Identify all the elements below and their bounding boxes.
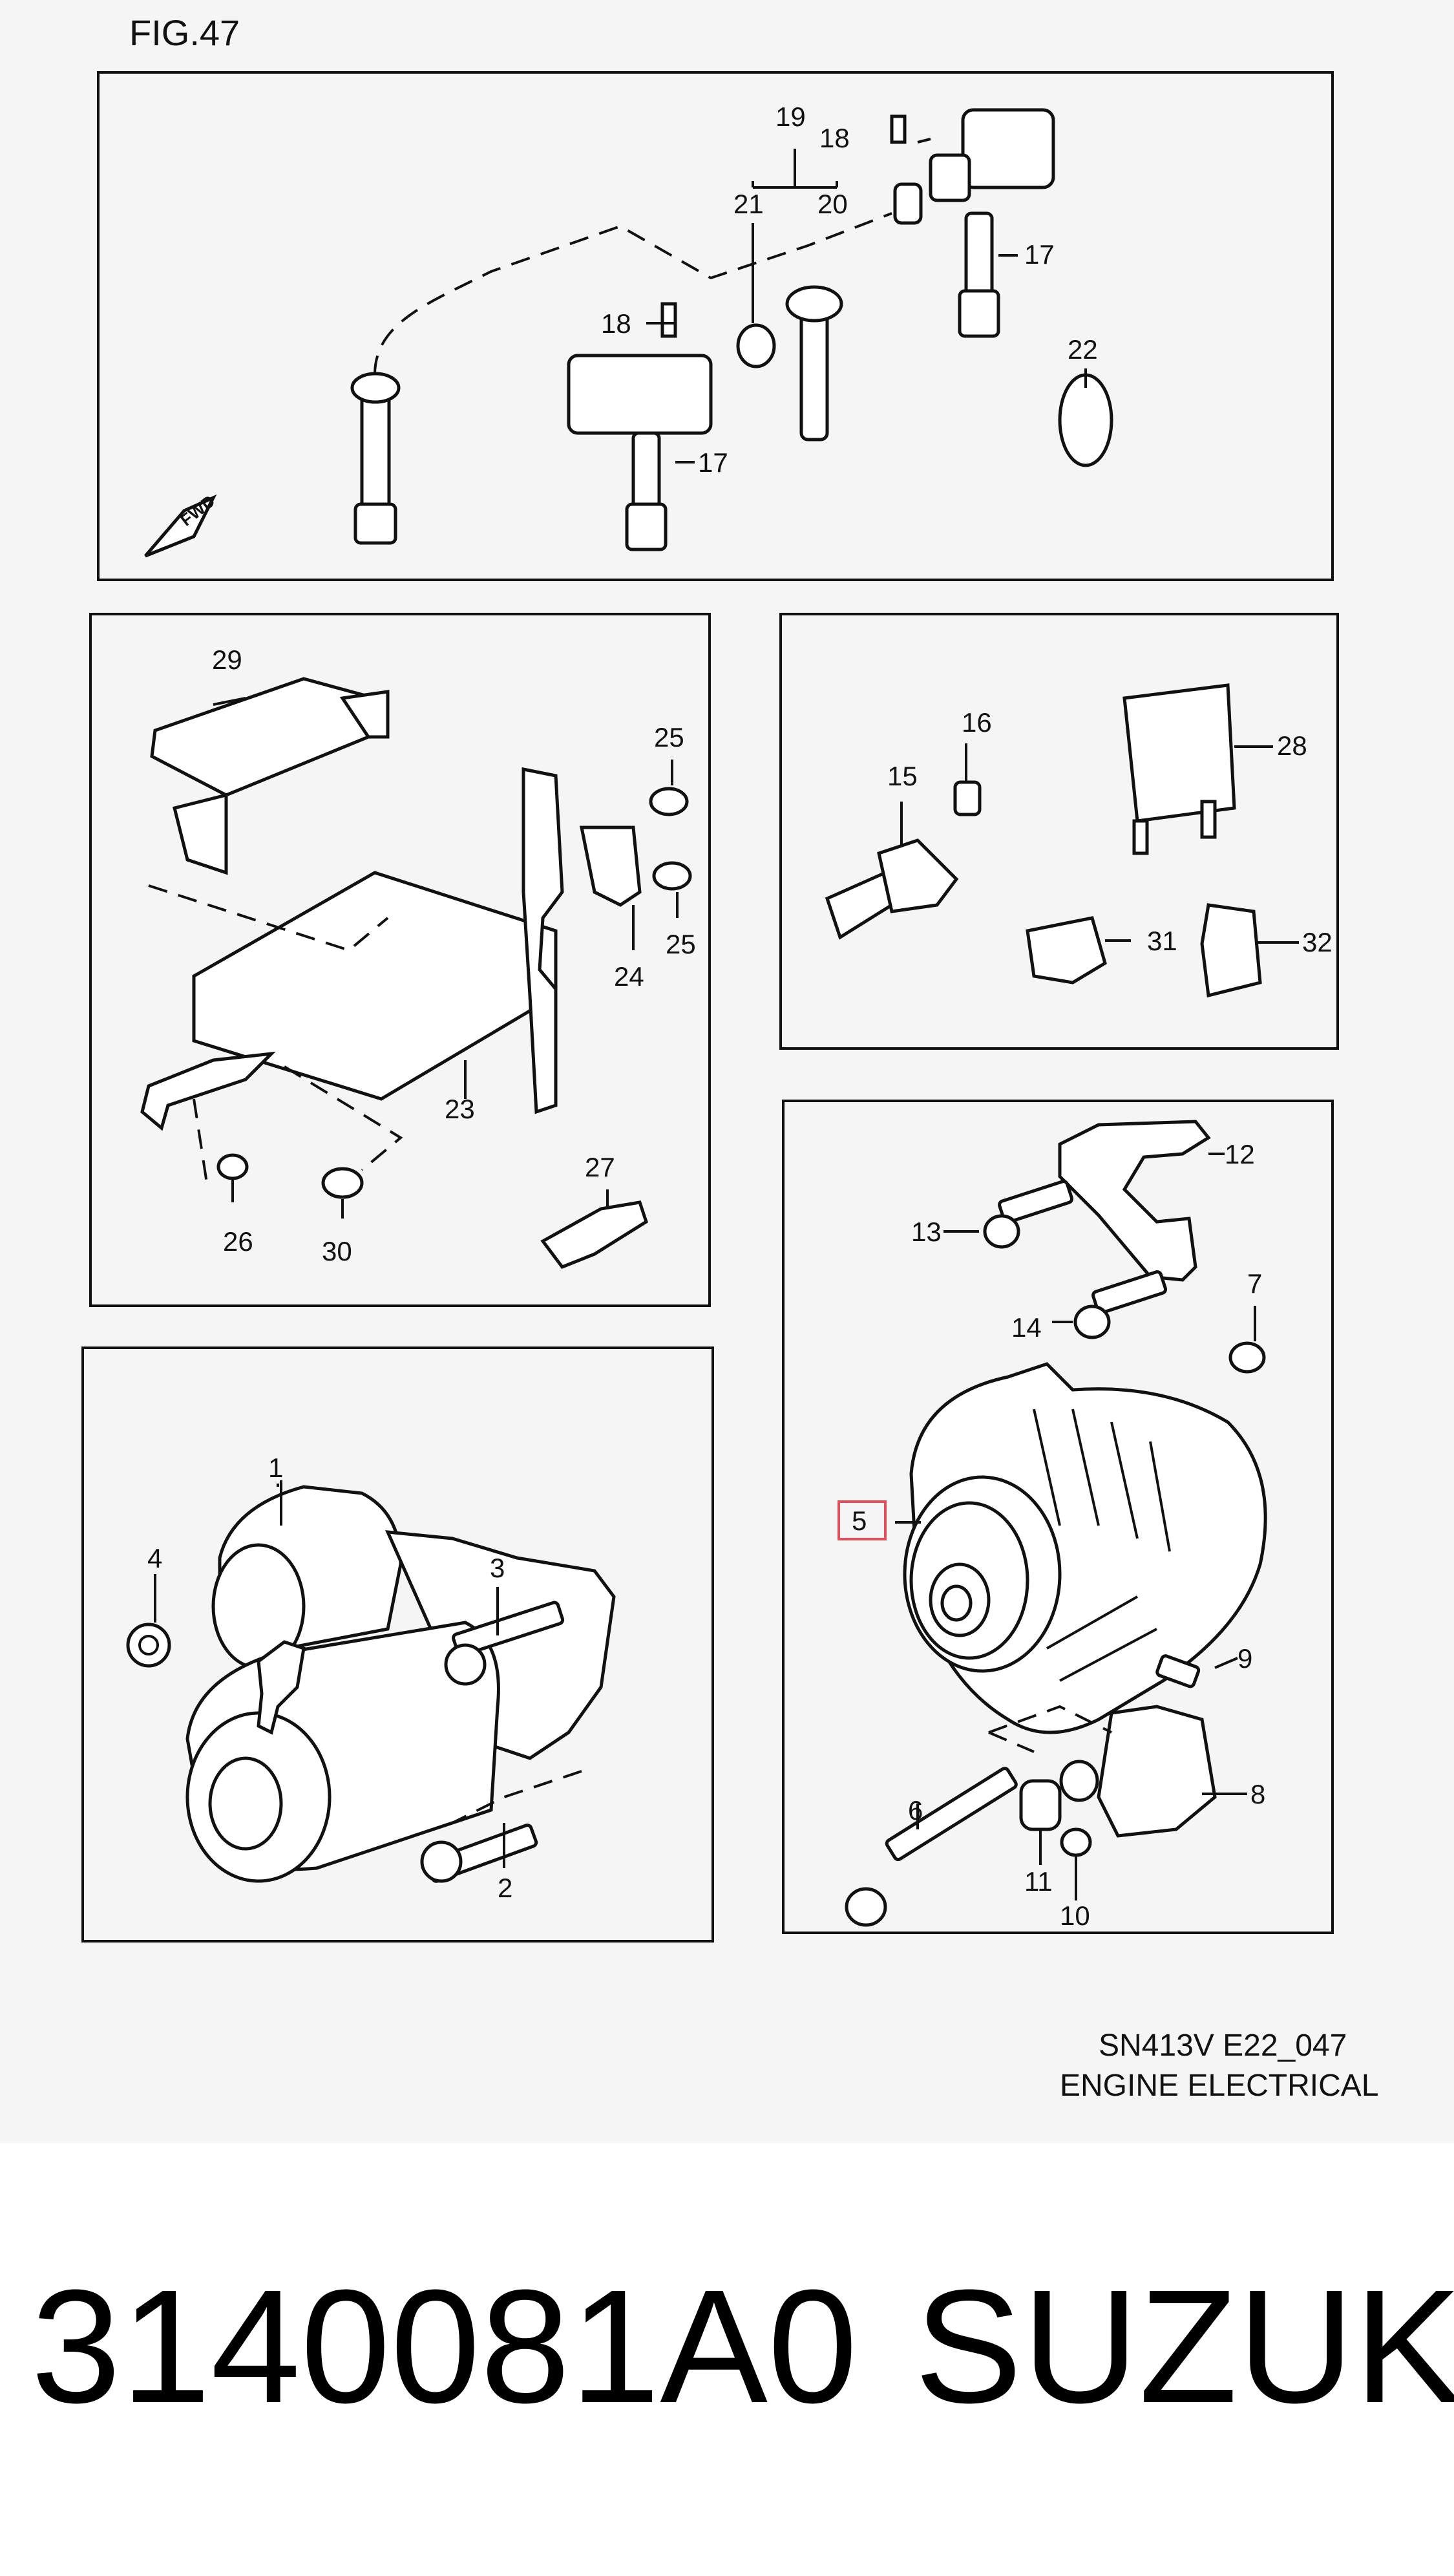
callout: 7 [1247,1268,1262,1299]
callout: 9 [1238,1643,1252,1674]
callout: 32 [1302,927,1333,957]
part-number: 3140081A0 [31,2256,858,2436]
figure-title: FIG.47 [129,12,240,53]
callout: 26 [223,1226,253,1257]
callout: 2 [498,1873,512,1903]
callout: 12 [1225,1139,1255,1169]
figure-code: SN413V E22_047 [1099,2028,1347,2063]
alternator-parts [845,1120,1267,1927]
callout: 31 [1147,926,1177,956]
ecm-parts [140,677,692,1270]
panel-starter [81,1347,714,1943]
callout: 20 [817,189,848,219]
callout: 21 [733,189,764,219]
ignition-callouts: 19 18 21 20 17 18 17 22 [601,101,1098,478]
panel-alternator [782,1100,1334,1934]
callout: 14 [1011,1312,1042,1343]
brand-name: SUZUKI [914,2256,1454,2436]
starter-callouts: 1 4 3 2 [147,1453,512,1903]
figure-section: ENGINE ELECTRICAL [1060,2069,1378,2103]
callout: 11 [1024,1866,1053,1897]
callout: 1 [268,1453,283,1483]
callout: 28 [1277,730,1307,761]
alternator-callouts: 12 13 7 14 5 9 8 6 11 10 [838,1139,1265,1931]
callout: 10 [1060,1900,1090,1931]
callout: 3 [490,1553,505,1583]
callout: 15 [887,761,918,791]
sensor-parts [825,683,1299,998]
callout: 27 [585,1152,615,1182]
panel-sensor [779,613,1339,1050]
callout: 24 [614,961,644,992]
callout: 8 [1250,1779,1265,1809]
highlight-box [838,1500,887,1540]
callout: 4 [147,1543,162,1573]
callout: 18 [819,123,850,153]
callout: 30 [322,1236,352,1266]
ignition-parts: FWD [144,108,1113,558]
callout: 23 [445,1094,475,1124]
callout: 17 [1024,239,1055,270]
callout: 17 [698,447,728,478]
callout: 16 [962,707,992,738]
callout: 19 [775,101,806,132]
callout-highlighted: 5 [852,1506,867,1536]
callout: 25 [666,929,696,959]
callout: 29 [212,644,242,675]
ecm-callouts: 29 25 25 24 23 26 30 27 [212,644,696,1266]
panel-ecm [89,613,711,1307]
starter-parts [126,1480,616,1883]
diagram-area: FIG.47 FWD 19 18 21 20 17 18 17 22 [81,12,1379,2103]
callout: 22 [1068,334,1098,365]
callout: 18 [601,308,631,339]
panel-ignition [97,71,1334,581]
callout: 13 [911,1217,942,1247]
parts-diagram: FIG.47 FWD 19 18 21 20 17 18 17 22 [81,12,1378,2103]
callout: 25 [654,722,684,752]
callout: 6 [908,1795,923,1826]
sensor-callouts: 16 15 28 31 32 [887,707,1333,957]
